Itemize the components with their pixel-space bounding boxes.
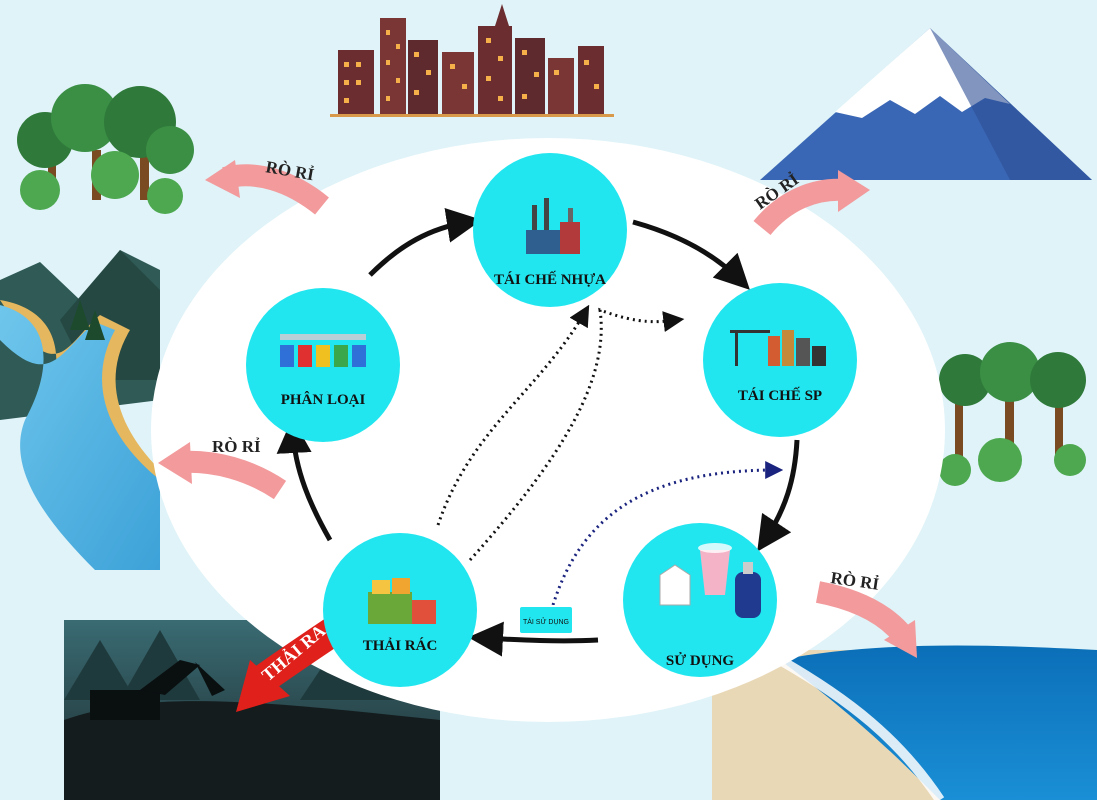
city-skyline-illustration — [330, 4, 614, 117]
arrow-recycle-product-to-use — [757, 439, 800, 552]
node-label-use: SỬ DỤNG — [666, 652, 735, 669]
arrow-recycle-plastic-to-recycle-product — [632, 219, 750, 290]
arrow-reuse-to-recycle-product — [551, 461, 784, 606]
arrow-dispose-to-recycle-product — [468, 307, 685, 562]
arrow-dispose-to-sort — [276, 418, 333, 542]
leak-arrow-bottom-right — [815, 581, 917, 658]
node-label-dispose: THẢI RÁC — [363, 637, 438, 654]
node-label-recycle-product: TÁI CHẾ SP — [738, 387, 822, 404]
leak-arrow-top-left — [205, 160, 329, 215]
node-use: SỬ DỤNG — [623, 523, 777, 677]
leak-arrow-top-right — [753, 170, 870, 236]
cycle-arrows — [276, 207, 800, 657]
node-recycle-product: TÁI CHẾ SP — [703, 283, 857, 437]
reuse-label-box: TÁI SỬ DỤNG — [518, 605, 574, 635]
snow-mountain-illustration — [760, 28, 1092, 180]
node-dispose: THẢI RÁC — [323, 533, 477, 687]
forest-illustration-top-left — [17, 84, 194, 214]
arrow-sort-to-recycle-plastic — [368, 207, 482, 277]
forest-illustration-right — [939, 342, 1086, 486]
ocean-beach-illustration — [712, 645, 1097, 800]
leak-arrow-left — [158, 442, 287, 500]
river-valley-illustration — [0, 250, 160, 570]
leak-label-left: RÒ RỈ — [212, 437, 261, 456]
arrow-use-to-dispose — [468, 621, 599, 657]
dotted-arrows — [436, 304, 784, 606]
node-label-sort: PHÂN LOẠI — [281, 391, 366, 408]
node-sort: PHÂN LOẠI — [246, 288, 400, 442]
node-label-recycle-plastic: TÁI CHẾ NHỰA — [494, 271, 606, 288]
arrow-dispose-to-recycle-plastic — [436, 304, 590, 526]
reuse-label: TÁI SỬ DỤNG — [523, 617, 569, 626]
node-recycle-plastic: TÁI CHẾ NHỰA — [473, 153, 627, 307]
